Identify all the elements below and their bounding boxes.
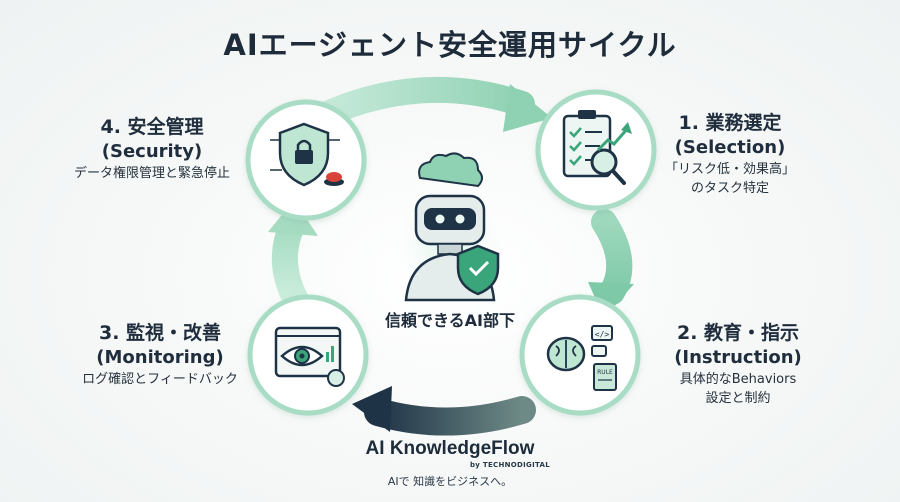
robot-shield-icon: [388, 152, 512, 307]
step-monitoring-node: [247, 294, 369, 416]
step-instruction-heading: 2. 教育・指示: [676, 322, 800, 344]
step-selection-desc-2: のタスク特定: [690, 181, 769, 196]
step-security-heading: 4. 安全管理: [100, 116, 204, 138]
step-instruction-sub: (Instruction): [674, 347, 802, 368]
step-selection-desc-1: 「リスク低・効果高」: [664, 162, 795, 177]
svg-text:RULE: RULE: [597, 369, 613, 376]
step-security-desc-1: データ権限管理と緊急停止: [73, 166, 230, 181]
page-title: AIエージェント安全運用サイクル: [223, 28, 677, 62]
step-instruction-desc-2: 設定と制約: [705, 391, 771, 406]
step-selection-heading: 1. 業務選定: [678, 112, 782, 134]
step-selection-node: [535, 89, 657, 211]
step-instruction-node: </> RULE: [519, 294, 641, 416]
step-security-node: [245, 99, 367, 221]
svg-text:</>: </>: [595, 330, 610, 339]
brand-by: by TECHNODIGITAL: [469, 461, 551, 469]
arrow-security-to-selection: [305, 76, 552, 132]
step-selection-label: 1. 業務選定 (Selection) 「リスク低・効果高」 のタスク特定: [650, 110, 810, 198]
step-instruction-label: 2. 教育・指示 (Instruction) 具体的なBehaviors 設定と…: [658, 320, 818, 408]
step-monitoring-heading: 3. 監視・改善: [98, 322, 222, 344]
step-monitoring-sub: (Monitoring): [96, 347, 224, 368]
step-selection-sub: (Selection): [674, 137, 786, 158]
shield-lock-icon: [270, 122, 344, 187]
arrow-instruction-to-monitoring: [352, 386, 536, 436]
eye-dashboard-icon: [274, 326, 345, 387]
brand-block: AI KnowledgeFlow by TECHNODIGITAL AIで 知識…: [330, 438, 570, 489]
brand-name: AI KnowledgeFlow: [365, 438, 535, 459]
step-monitoring-label: 3. 監視・改善 (Monitoring) ログ確認とフィードバック: [70, 320, 250, 389]
center-caption: 信頼できるAI部下: [384, 311, 516, 330]
step-monitoring-desc-1: ログ確認とフィードバック: [82, 372, 238, 387]
arrow-selection-to-instruction: [588, 209, 634, 318]
step-instruction-desc-1: 具体的なBehaviors: [679, 372, 797, 387]
brain-code-book-icon: </> RULE: [546, 325, 617, 391]
step-security-label: 4. 安全管理 (Security) データ権限管理と緊急停止: [62, 114, 242, 183]
checklist-magnifier-icon: [562, 110, 632, 185]
step-security-sub: (Security): [101, 141, 203, 162]
brand-tagline: AIで 知識をビジネスへ。: [387, 475, 513, 488]
